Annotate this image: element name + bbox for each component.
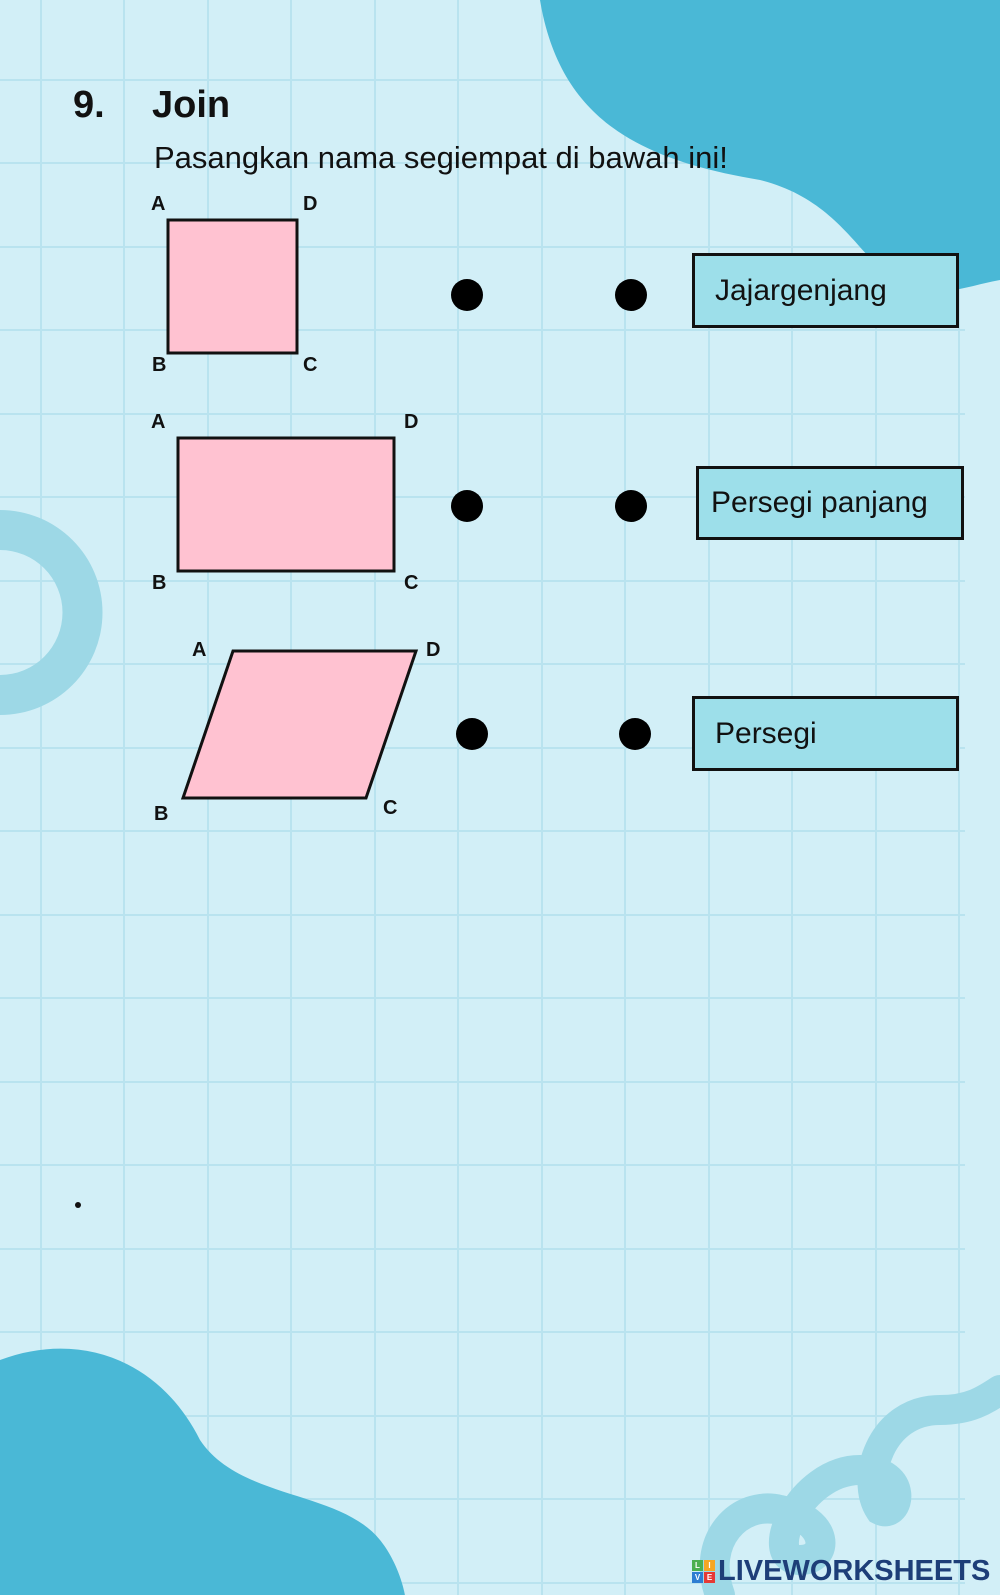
top-right-blob <box>540 0 1000 292</box>
answer-box-jajargenjang: Jajargenjang <box>692 253 959 328</box>
vertex-label: A <box>151 411 166 433</box>
grid <box>0 0 965 1595</box>
left-ring <box>0 510 103 715</box>
question-number: 9. <box>73 84 105 126</box>
match-dot-left-2[interactable] <box>451 490 483 522</box>
vertex-label: B <box>154 803 169 825</box>
match-dot-right-3[interactable] <box>619 718 651 750</box>
vertex-label: C <box>383 797 398 819</box>
cube-letter: I <box>704 1560 715 1571</box>
square-shape <box>166 218 299 355</box>
bottom-right-swirl <box>699 1375 1000 1595</box>
vertex-label: C <box>404 572 419 594</box>
vertex-label: B <box>152 354 167 376</box>
question-title: Join <box>152 84 231 126</box>
match-dot-right-2[interactable] <box>615 490 647 522</box>
vertex-label: D <box>303 193 318 215</box>
cube-letter: E <box>704 1572 715 1583</box>
logo-text: LIVEWORKSHEETS <box>718 1555 991 1587</box>
instruction: Pasangkan nama segiempat di bawah ini! <box>154 140 728 175</box>
answer-label: Jajargenjang <box>715 273 887 307</box>
bottom-left-blob <box>0 1348 405 1595</box>
match-dot-right-1[interactable] <box>615 279 647 311</box>
vertex-label: D <box>404 411 419 433</box>
answer-label: Persegi panjang <box>711 486 928 519</box>
cube-letter: L <box>692 1560 703 1571</box>
small-dot <box>75 1202 81 1208</box>
answer-box-persegi: Persegi <box>692 696 959 771</box>
vertex-label: B <box>152 572 167 594</box>
vertex-label: C <box>303 354 318 376</box>
logo-cube-icon: L I V E <box>692 1560 715 1583</box>
cube-letter: V <box>692 1572 703 1583</box>
rectangle-shape <box>176 436 396 573</box>
answer-box-persegi-panjang: Persegi panjang <box>696 466 964 540</box>
vertex-label: A <box>151 193 166 215</box>
answer-label: Persegi <box>715 716 817 750</box>
parallelogram-shape <box>180 649 419 800</box>
vertex-label: D <box>426 639 441 661</box>
match-dot-left-3[interactable] <box>456 718 488 750</box>
vertex-label: A <box>192 639 207 661</box>
liveworksheets-logo: L I V E LIVEWORKSHEETS <box>692 1555 990 1588</box>
match-dot-left-1[interactable] <box>451 279 483 311</box>
